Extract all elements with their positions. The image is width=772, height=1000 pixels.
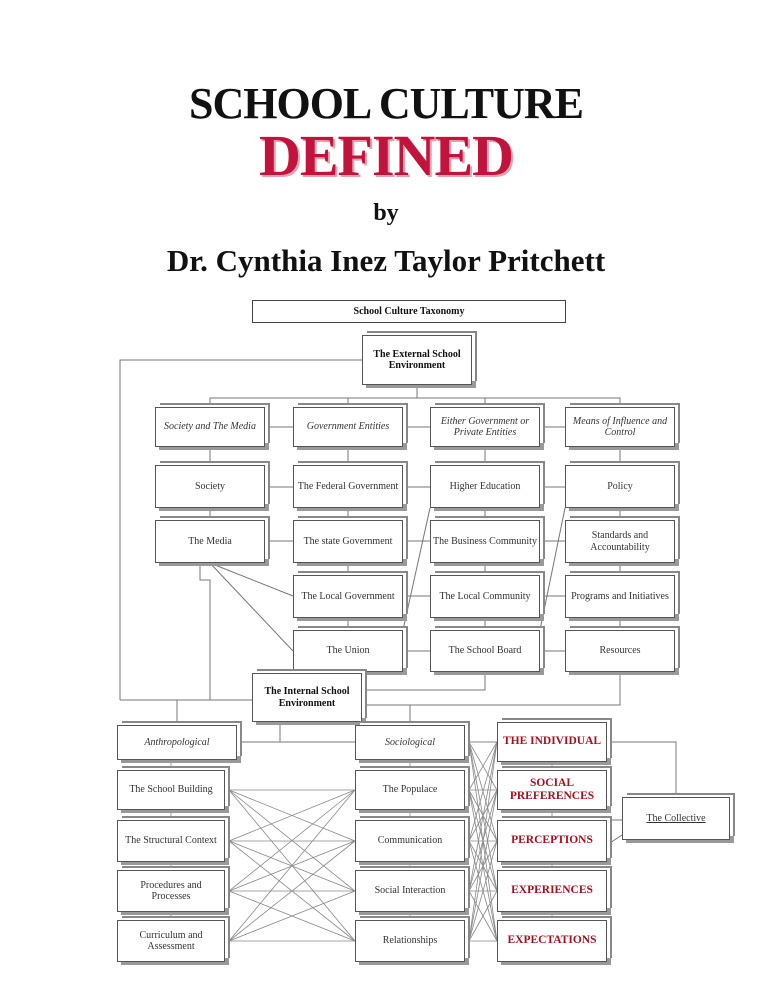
box-business: The Business Community — [430, 520, 540, 563]
box-local-gov: The Local Government — [293, 575, 403, 618]
mesh-connector — [228, 840, 356, 942]
header-government: Government Entities — [293, 407, 403, 447]
mesh-connector — [228, 890, 356, 942]
cover-author: Dr. Cynthia Inez Taylor Pritchett — [166, 243, 606, 278]
box-collective: The Collective — [622, 797, 730, 840]
box-policy: Policy — [565, 465, 675, 508]
mesh-connector — [228, 789, 356, 842]
box-union: The Union — [293, 630, 403, 672]
box-standards: Standards and Accountability — [565, 520, 675, 563]
cover-title-line1: SCHOOL CULTURE — [189, 79, 584, 128]
box-state: The state Government — [293, 520, 403, 563]
header-influence-control: Means of Influence and Control — [565, 407, 675, 447]
cover-by: by — [373, 200, 399, 226]
box-local-community: The Local Community — [430, 575, 540, 618]
mesh-connector — [228, 789, 356, 942]
box-media: The Media — [155, 520, 265, 563]
box-school-building: The School Building — [117, 770, 225, 810]
box-society: Society — [155, 465, 265, 508]
box-anthropological: Anthropological — [117, 725, 237, 760]
box-social-interaction: Social Interaction — [355, 870, 465, 912]
external-environment-box: The External School Environment — [362, 335, 472, 385]
header-society-media: Society and The Media — [155, 407, 265, 447]
box-relationships: Relationships — [355, 920, 465, 962]
box-higher-ed: Higher Education — [430, 465, 540, 508]
box-social-preferences: SOCIAL PREFERENCES — [497, 770, 607, 810]
box-expectations: EXPECTATIONS — [497, 920, 607, 962]
box-school-board: The School Board — [430, 630, 540, 672]
side-connector — [468, 840, 498, 942]
side-connector — [468, 741, 498, 892]
box-individual: THE INDIVIDUAL — [497, 722, 607, 762]
side-connector — [468, 741, 498, 842]
internal-environment-box: The Internal School Environment — [252, 673, 362, 722]
box-programs: Programs and Initiatives — [565, 575, 675, 618]
box-populace: The Populace — [355, 770, 465, 810]
mesh-connector — [228, 789, 356, 892]
header-gov-private: Either Government or Private Entities — [430, 407, 540, 447]
cover-title-line2: DEFINED — [258, 123, 514, 188]
side-connector — [468, 789, 498, 942]
box-experiences: EXPERIENCES — [497, 870, 607, 912]
side-connector — [468, 741, 498, 791]
box-communication: Communication — [355, 820, 465, 862]
box-procedures: Procedures and Processes — [117, 870, 225, 912]
box-federal: The Federal Government — [293, 465, 403, 508]
box-perceptions: PERCEPTIONS — [497, 820, 607, 862]
side-connector — [468, 890, 498, 942]
diagram-title: School Culture Taxonomy — [252, 300, 566, 323]
box-structural-context: The Structural Context — [117, 820, 225, 862]
box-resources: Resources — [565, 630, 675, 672]
side-connector — [468, 741, 498, 942]
box-curriculum: Curriculum and Assessment — [117, 920, 225, 962]
box-sociological: Sociological — [355, 725, 465, 760]
